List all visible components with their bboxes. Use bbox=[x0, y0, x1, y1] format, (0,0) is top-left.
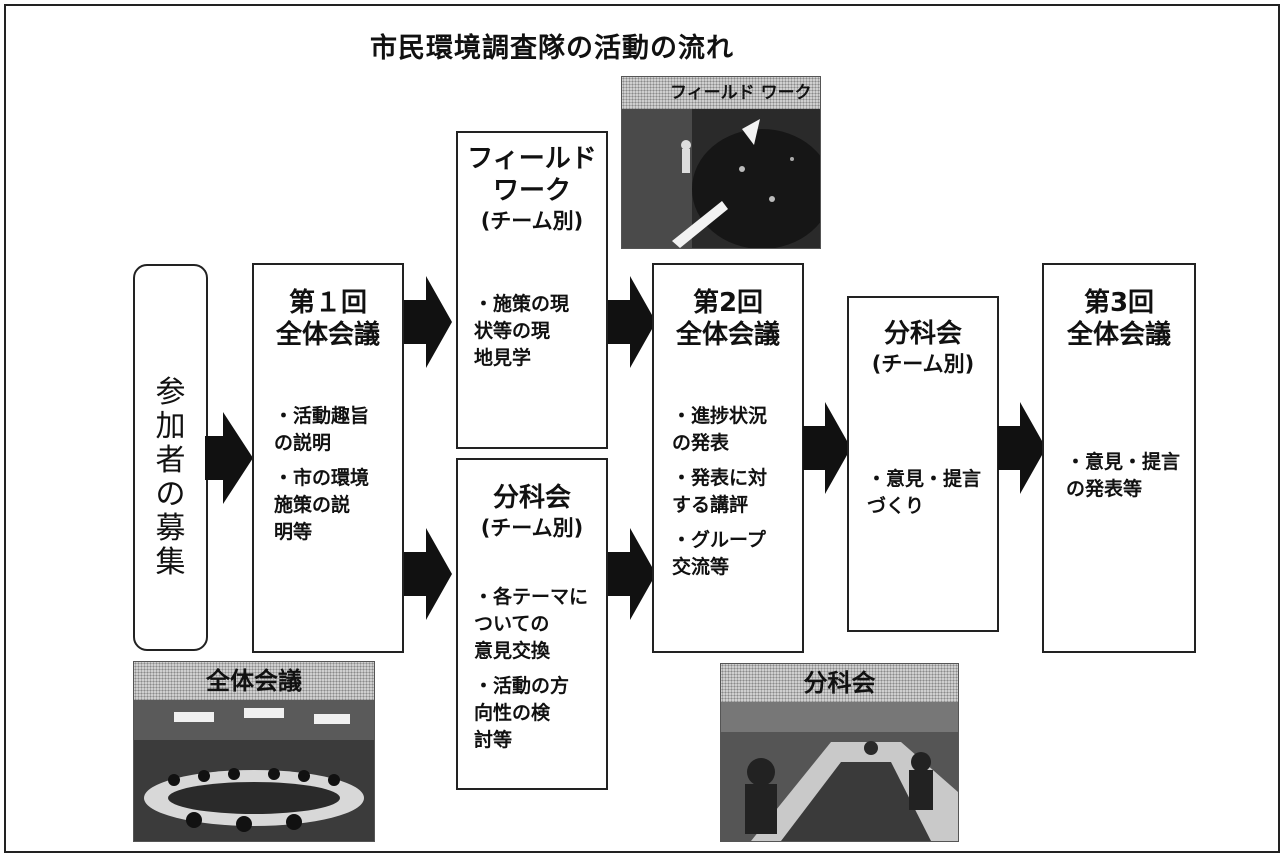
fieldwork-photo-label: フィールド ワーク bbox=[622, 77, 820, 109]
plenary-photo-image bbox=[134, 700, 374, 841]
meeting1-bullet: ・活動趣旨 の説明 bbox=[274, 405, 370, 454]
fieldwork-team-label: (チーム別) bbox=[480, 209, 584, 233]
fieldwork-photo: フィールド ワーク bbox=[621, 76, 821, 249]
participants-recruitment-box: 参 加 者 の 募 集 bbox=[133, 264, 208, 651]
meeting1-title: 第１回 bbox=[288, 288, 367, 318]
plenary-photo-label: 全体会議 bbox=[134, 662, 374, 700]
plenary-photo: 全体会議 bbox=[133, 661, 375, 842]
diagram-frame bbox=[4, 4, 1280, 853]
subgroup-photo-image bbox=[721, 702, 958, 841]
arrow-5 bbox=[998, 402, 1046, 494]
arrow-3a bbox=[608, 276, 656, 368]
meeting2-bullet: ・グループ 交流等 bbox=[672, 529, 766, 578]
subgroup-photo-label: 分科会 bbox=[721, 664, 958, 702]
meeting3-bullets: ・意見・提言 の発表等 bbox=[1066, 449, 1180, 511]
meeting2-title: 第2回 bbox=[692, 288, 764, 318]
subgroup-photo: 分科会 bbox=[720, 663, 959, 842]
arrow-1 bbox=[205, 412, 253, 504]
arrow-4 bbox=[803, 402, 851, 494]
subgroup1-bullet: ・活動の方 向性の検 討等 bbox=[474, 675, 570, 751]
fieldwork-photo-image bbox=[622, 109, 820, 248]
meeting3-subtitle: 全体会議 bbox=[1066, 320, 1171, 350]
participants-recruitment-label: 参 加 者 の 募 集 bbox=[155, 375, 186, 580]
subgroup2-box: 分科会 (チーム別) ・意見・提言 づくり bbox=[847, 296, 999, 632]
subgroup1-title: 分科会 bbox=[492, 483, 571, 513]
fieldwork-box: フィールド ワーク (チーム別) ・施策の現 状等の現 地見学 bbox=[456, 131, 608, 449]
subgroup1-team-label: (チーム別) bbox=[480, 516, 584, 540]
fieldwork-bullet: ・施策の現 状等の現 地見学 bbox=[474, 293, 570, 369]
subgroup2-title: 分科会 bbox=[883, 319, 962, 349]
subgroup1-bullets: ・各テーマに ついての 意見交換 ・活動の方 向性の検 討等 bbox=[474, 584, 588, 762]
diagram-title: 市民環境調査隊の活動の流れ bbox=[370, 33, 734, 64]
meeting2-box: 第2回 全体会議 ・進捗状況 の発表 ・発表に対 する講評 ・グループ 交流等 bbox=[652, 263, 804, 653]
arrow-3b bbox=[608, 528, 656, 620]
meeting2-subtitle: 全体会議 bbox=[675, 320, 780, 350]
meeting2-bullets: ・進捗状況 の発表 ・発表に対 する講評 ・グループ 交流等 bbox=[672, 403, 767, 589]
fieldwork-title: フィールド ワーク bbox=[467, 144, 597, 206]
meeting3-box: 第3回 全体会議 ・意見・提言 の発表等 bbox=[1042, 263, 1196, 653]
meeting3-bullet: ・意見・提言 の発表等 bbox=[1066, 451, 1181, 500]
meeting3-title: 第3回 bbox=[1083, 288, 1155, 318]
subgroup1-bullet: ・各テーマに ついての 意見交換 bbox=[474, 586, 589, 662]
meeting2-bullet: ・進捗状況 の発表 bbox=[672, 405, 768, 454]
subgroup1-box: 分科会 (チーム別) ・各テーマに ついての 意見交換 ・活動の方 向性の検 討… bbox=[456, 458, 608, 790]
arrow-2a bbox=[404, 276, 452, 368]
subgroup2-bullet: ・意見・提言 づくり bbox=[867, 468, 982, 517]
subgroup2-bullets: ・意見・提言 づくり bbox=[867, 466, 981, 528]
meeting2-bullet: ・発表に対 する講評 bbox=[672, 467, 768, 516]
meeting1-subtitle: 全体会議 bbox=[275, 320, 380, 350]
subgroup2-team-label: (チーム別) bbox=[871, 352, 975, 376]
meeting1-box: 第１回 全体会議 ・活動趣旨 の説明 ・市の環境 施策の説 明等 bbox=[252, 263, 404, 653]
fieldwork-bullets: ・施策の現 状等の現 地見学 bbox=[474, 291, 569, 380]
meeting1-bullets: ・活動趣旨 の説明 ・市の環境 施策の説 明等 bbox=[274, 403, 369, 554]
meeting1-bullet: ・市の環境 施策の説 明等 bbox=[274, 467, 370, 543]
arrow-2b bbox=[404, 528, 452, 620]
